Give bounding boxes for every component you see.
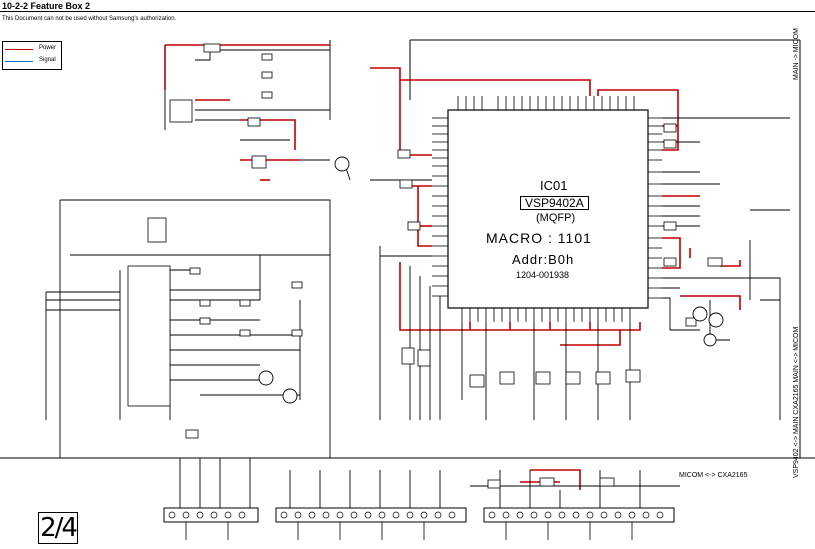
page-marker: 2/4 xyxy=(38,512,78,544)
connector-label-vsp-main: VSP9402 <-> MAIN CXA2165 MAIN <-> MICOM xyxy=(793,326,800,478)
legend-item-signal: Signal xyxy=(5,56,59,67)
ic-bottom-pins xyxy=(461,308,631,322)
signal-line-swatch xyxy=(5,61,33,62)
ic-top-pins xyxy=(457,96,635,110)
connector-label-micom-cxa: MICOM <-> CXA2165 xyxy=(679,472,748,479)
transistors xyxy=(258,156,724,404)
legend-item-power: Power xyxy=(5,44,59,55)
ic-package: (MQFP) xyxy=(536,212,576,224)
ic-left-pins xyxy=(432,117,448,297)
legend-box: Power Signal xyxy=(2,41,62,70)
bottom-connectors xyxy=(163,507,675,523)
page-title: 10-2-2 Feature Box 2 xyxy=(2,1,91,11)
legend-label-signal: Signal xyxy=(39,57,56,63)
connector-pins xyxy=(168,511,664,519)
ic-code: 1204-001938 xyxy=(516,270,570,280)
power-line-swatch xyxy=(5,49,33,50)
ic-right-pins xyxy=(648,117,662,299)
ic01-label-block: IC01 VSP9402A (MQFP) MACRO : 1101 Addr:B… xyxy=(440,108,650,310)
ic-address: Addr:B0h xyxy=(512,252,575,267)
connector-leads xyxy=(185,522,633,540)
legend-label-power: Power xyxy=(39,45,57,51)
passive-components xyxy=(127,43,723,489)
ic-part-number: VSP9402A xyxy=(520,196,589,210)
ic-macro: MACRO : 1101 xyxy=(486,230,592,246)
title-divider xyxy=(0,11,815,12)
connector-label-main-micom: MAIN -> MICOM xyxy=(793,28,800,80)
frame-lines xyxy=(0,39,815,459)
authorization-notice: This Document can not be used without Sa… xyxy=(2,16,177,22)
ic-reference: IC01 xyxy=(540,178,568,193)
signal-wiring xyxy=(45,45,790,508)
